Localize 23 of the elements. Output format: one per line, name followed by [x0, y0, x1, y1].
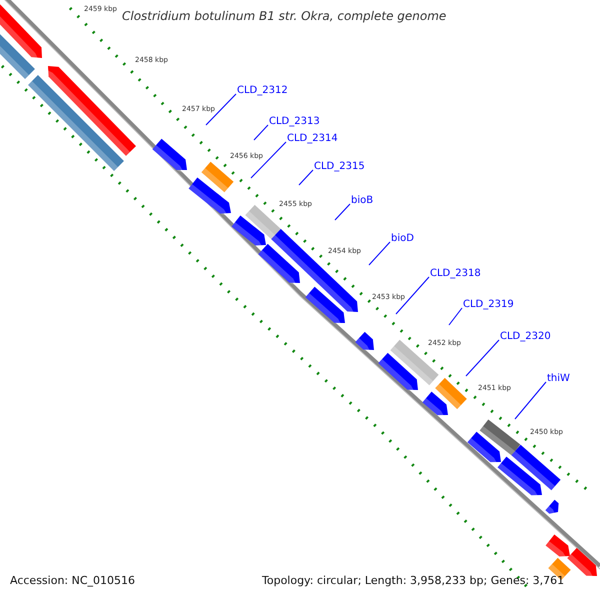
gene-label: bioB — [351, 196, 374, 206]
leader-line — [298, 170, 314, 186]
leader-line — [334, 204, 350, 220]
leader-line — [396, 276, 430, 314]
gene-label: CLD_2312 — [237, 86, 288, 96]
gene-label: CLD_2320 — [500, 332, 551, 342]
gene-label: CLD_2318 — [430, 269, 481, 279]
gene-label: CLD_2319 — [463, 300, 514, 310]
leader-line — [254, 124, 268, 140]
gene-label: bioD — [391, 234, 414, 244]
leader-line — [514, 382, 546, 420]
leader-line — [250, 142, 286, 178]
leader-line — [448, 308, 462, 326]
gene-label: CLD_2314 — [287, 134, 338, 144]
diagram-title: Clostridium botulinum B1 str. Okra, complete genome — [122, 10, 446, 22]
genome-summary-label: Topology: circular; Length: 3,958,233 bp; Genes: 3,761 — [262, 575, 564, 586]
gene-label: CLD_2313 — [269, 117, 320, 127]
leader-line — [206, 94, 236, 126]
leader-line — [466, 340, 500, 376]
leader-line — [368, 242, 390, 266]
gene-label: CLD_2315 — [314, 162, 365, 172]
gene-label: thiW — [547, 374, 570, 384]
accession-label: Accession: NC_010516 — [10, 575, 136, 586]
